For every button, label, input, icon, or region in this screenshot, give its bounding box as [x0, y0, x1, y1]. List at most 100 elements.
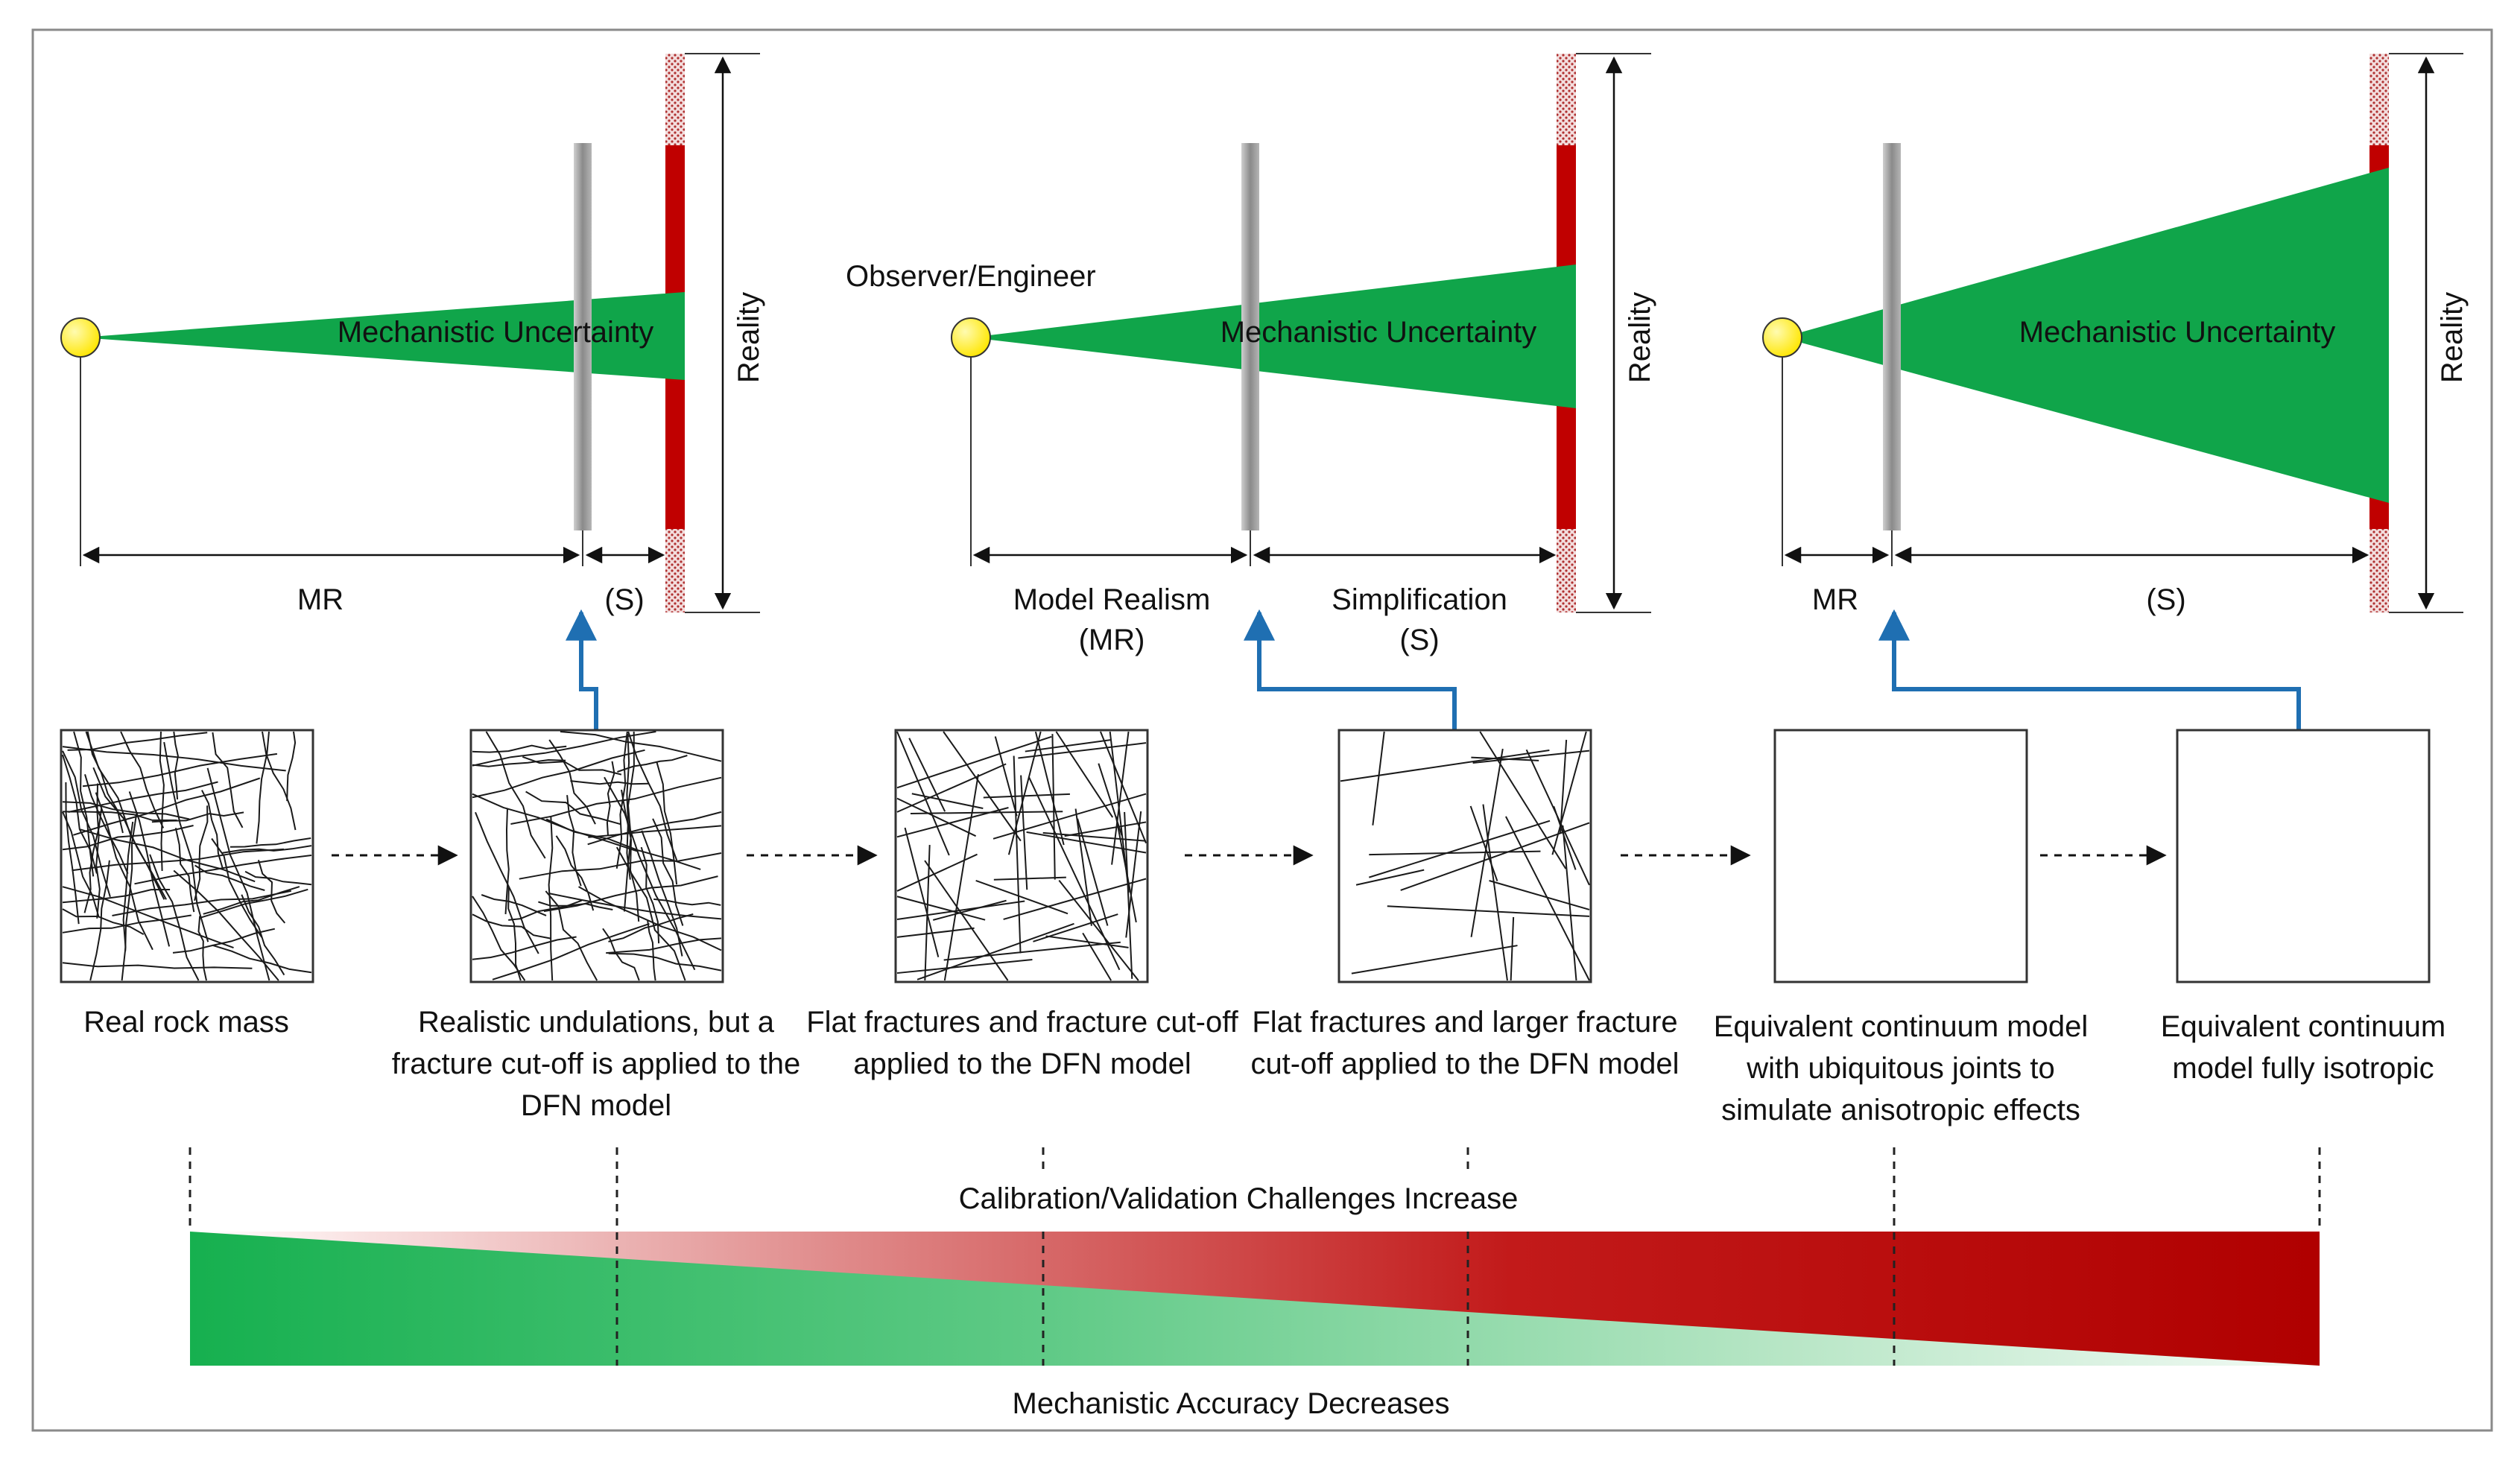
fracture-line	[588, 825, 722, 838]
fracture-line	[163, 741, 209, 942]
uncertainty-cone	[1782, 168, 2389, 503]
reality-label: Reality	[732, 292, 765, 383]
fracture-line	[173, 869, 279, 981]
caption-6: Equivalent continuum model fully isotrop…	[2161, 1010, 2445, 1085]
fracture-line	[1372, 731, 1385, 826]
model-screen	[574, 143, 592, 530]
fracture-line	[525, 790, 621, 826]
fracture-line	[472, 749, 645, 799]
fracture-line	[910, 811, 1063, 814]
model-box-3	[894, 729, 1149, 983]
fracture-line	[1525, 749, 1590, 886]
fracture-line	[1055, 731, 1114, 818]
fracture-line	[257, 860, 286, 924]
calibration-label: Calibration/Validation Challenges Increa…	[959, 1182, 1519, 1215]
fracture-line	[896, 807, 1009, 838]
fracture-line	[62, 825, 194, 851]
fracture-line	[1355, 869, 1425, 886]
fracture-line	[1387, 905, 1590, 917]
caption-line: cut-off applied to the DFN model	[1250, 1048, 1679, 1080]
outer-frame	[31, 28, 2493, 1432]
fracture-line	[134, 855, 312, 885]
fracture-line	[194, 805, 209, 901]
fracture-line	[1510, 916, 1515, 981]
fracture-line	[244, 870, 312, 886]
fracture-line	[124, 814, 138, 951]
fracture-line	[932, 899, 1007, 921]
caption-line: Equivalent continuum	[2161, 1010, 2445, 1043]
fracture-line	[975, 879, 1069, 915]
fracture-line	[548, 739, 596, 825]
fracture-line	[1369, 820, 1551, 878]
fracture-line	[896, 731, 950, 856]
fracture-line	[627, 731, 678, 861]
link-arrow-to-panel-2	[1244, 609, 1457, 730]
fracture-line	[1020, 775, 1028, 890]
fracture-line	[608, 952, 722, 972]
fracture-line	[62, 754, 95, 877]
fracture-line	[896, 927, 975, 938]
fracture-line	[1482, 804, 1508, 981]
model-box-1	[60, 729, 314, 983]
fracture-line	[1369, 850, 1541, 856]
fracture-line	[1064, 821, 1147, 837]
model-box-frame	[60, 729, 314, 983]
fracture-line	[151, 811, 244, 823]
fracture-line	[896, 896, 986, 921]
fracture-line	[1042, 831, 1147, 842]
fracture-line	[896, 853, 978, 892]
fracture-line	[62, 811, 177, 821]
fracture-line	[904, 827, 940, 957]
fracture-line	[68, 781, 218, 813]
cone-label: Mechanistic Uncertainty	[338, 316, 654, 349]
reality-label: Reality	[1624, 292, 1656, 383]
uncertainty-cone	[80, 292, 685, 380]
fracture-network	[62, 731, 312, 981]
s-label-line-1: Simplification	[1332, 583, 1507, 616]
observer-icon	[951, 317, 991, 358]
model-box-frame	[1337, 729, 1592, 983]
cone-label: Mechanistic Uncertainty	[2019, 316, 2336, 349]
caption-3: Flat fractures and fracture cut-off appl…	[806, 1006, 1238, 1080]
fracture-line	[121, 821, 134, 981]
fracture-line	[112, 890, 291, 916]
fracture-line	[896, 797, 977, 837]
fracture-line	[62, 962, 253, 969]
fracture-line	[994, 736, 1018, 817]
link-arrow-to-panel-3	[1878, 609, 2301, 730]
fracture-line	[89, 860, 110, 981]
fracture-line	[1058, 879, 1139, 981]
fracture-line	[896, 958, 1033, 975]
caption-5: Equivalent continuum model with ubiquito…	[1714, 1010, 2089, 1126]
s-label: (S)	[604, 583, 644, 616]
fracture-line	[256, 731, 270, 844]
fracture-line	[623, 731, 635, 912]
model-box-2	[469, 729, 724, 983]
fracture-line	[519, 852, 722, 880]
fracture-line	[174, 828, 195, 913]
fracture-line	[943, 731, 1022, 842]
caption-line: Equivalent continuum model	[1714, 1010, 2089, 1043]
fracture-line	[262, 731, 297, 831]
caption-line: Flat fractures and fracture cut-off	[806, 1006, 1238, 1039]
fracture-line	[472, 793, 639, 852]
mr-label: MR	[297, 583, 344, 616]
panel-3: Mechanistic Uncertainty Reality MR (S)	[1762, 53, 2469, 616]
fracture-line	[211, 837, 263, 938]
fracture-line	[626, 734, 631, 880]
accuracy-gradient-wedge	[190, 1232, 2320, 1366]
model-box-5	[1773, 729, 2028, 983]
fracture-line	[1077, 818, 1109, 926]
caption-line: Realistic undulations, but a	[418, 1006, 775, 1039]
caption-line: with ubiquitous joints to	[1746, 1052, 2055, 1085]
fracture-line	[993, 876, 1066, 881]
fracture-line	[472, 758, 566, 767]
fracture-line	[1551, 731, 1587, 855]
fracture-line	[1082, 932, 1112, 981]
fracture-line	[1111, 731, 1130, 865]
fracture-line	[194, 864, 265, 891]
fracture-line	[1007, 731, 1042, 855]
cone-label: Mechanistic Uncertainty	[1221, 316, 1537, 349]
fracture-line	[206, 767, 270, 981]
